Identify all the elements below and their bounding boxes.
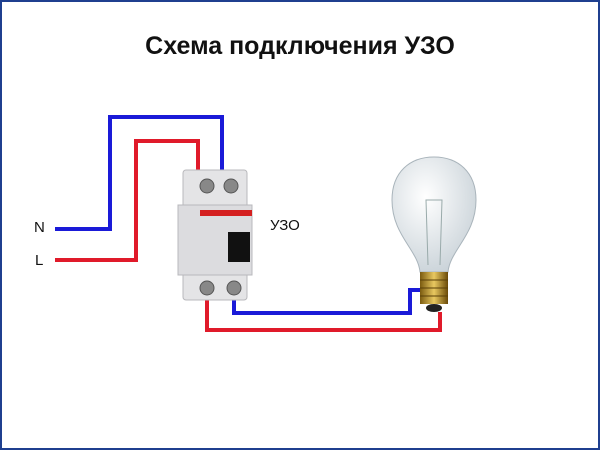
neutral-wire-output [232, 288, 426, 315]
rcd-device [177, 169, 253, 301]
neutral-wire-input [55, 115, 224, 231]
line-wire-input [55, 139, 200, 262]
light-bulb [391, 156, 477, 312]
line-label: L [35, 252, 44, 269]
line-wire-output [205, 296, 442, 332]
neutral-label: N [34, 219, 45, 236]
rcd-label: УЗО [270, 217, 300, 234]
diagram-title: Схема подключения УЗО [145, 32, 455, 60]
